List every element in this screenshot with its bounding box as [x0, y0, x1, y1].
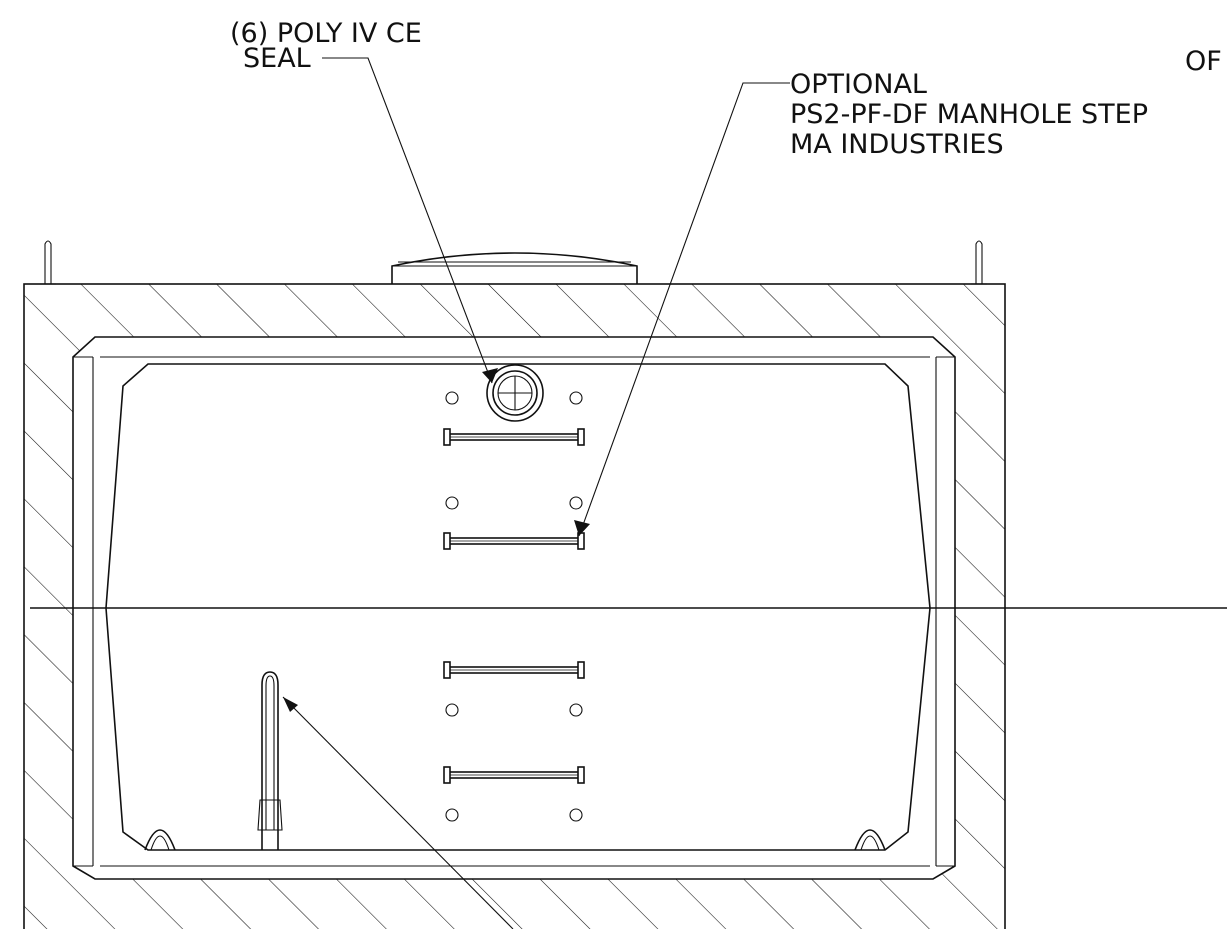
concrete-wall	[23, 283, 1006, 929]
manhole-step	[443, 428, 585, 446]
edge-text: OF	[1185, 46, 1222, 77]
anchor-lug-right	[854, 829, 886, 851]
manhole-step	[443, 766, 585, 784]
callout-step-line2: PS2-PF-DF MANHOLE STEP	[790, 99, 1148, 130]
manhole-steps	[443, 428, 585, 784]
manway-riser	[391, 252, 638, 284]
callout-seal-line1: (6) POLY IV CE	[230, 18, 422, 49]
manhole-step	[443, 661, 585, 679]
lifting-lug-left	[40, 240, 56, 285]
callout-step-line3: MA INDUSTRIES	[790, 129, 1004, 160]
leader-lines	[282, 57, 790, 929]
lifting-lug-right	[971, 240, 987, 285]
vent-pipe	[257, 671, 283, 850]
callout-seal-line2: SEAL	[243, 43, 311, 74]
manhole-step	[443, 532, 585, 550]
poly-seal-icon	[486, 364, 544, 422]
anchor-lug-left	[144, 829, 176, 851]
callout-step-line1: OPTIONAL	[790, 69, 927, 100]
bolt-holes	[445, 391, 583, 822]
